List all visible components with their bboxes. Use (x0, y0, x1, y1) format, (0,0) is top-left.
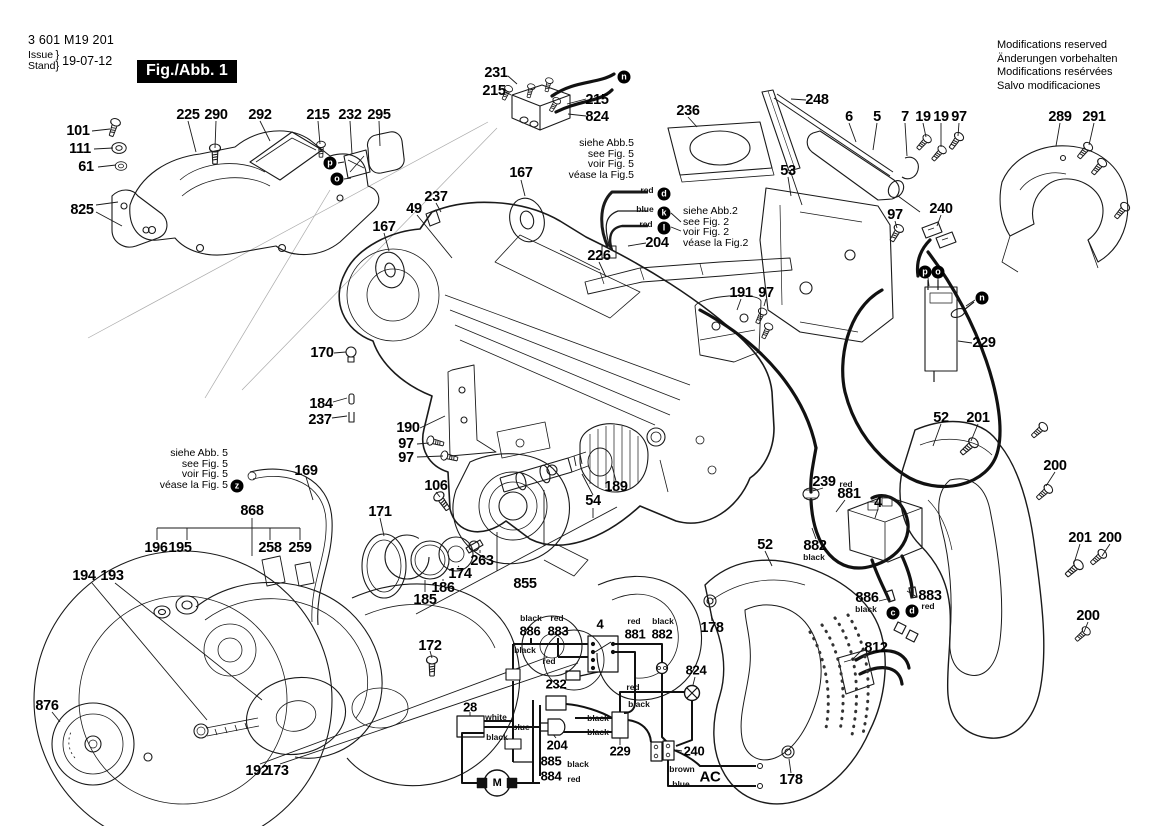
switch-4 (847, 495, 923, 563)
washer-167-right (509, 197, 545, 243)
lever-169 (247, 468, 333, 626)
terminal-block-824 (511, 84, 571, 131)
bell-housing (596, 575, 703, 701)
washer-111 (111, 142, 127, 154)
label-plate-292 (249, 131, 323, 181)
screw-824b (542, 76, 555, 93)
arm-casting (338, 201, 775, 546)
screw-101 (105, 116, 122, 139)
screw-97e (425, 434, 446, 450)
legal-notice: Modifications reserved Änderungen vorbeh… (997, 39, 1117, 93)
clip-825 (111, 189, 168, 248)
bearing-stack (384, 534, 484, 580)
construction-lines (87, 121, 498, 399)
rod-248 (761, 89, 803, 206)
top-cover-225 (129, 130, 380, 256)
screw-19b (929, 143, 949, 164)
screw-172 (425, 655, 439, 677)
bracket-53 (759, 187, 894, 343)
figure-badge: Fig./Abb. 1 (137, 60, 237, 83)
nut-178-bottom (781, 745, 795, 759)
screw-291a (1074, 140, 1095, 162)
saw-blade (33, 550, 409, 826)
bracket-191 (694, 295, 762, 363)
bracket-190 (447, 364, 497, 457)
screw-19a (914, 132, 934, 153)
spindle-54 (499, 451, 589, 493)
screw-291c (1111, 200, 1132, 222)
screw-200a (1028, 420, 1050, 441)
brace-glyph: } (55, 49, 60, 61)
power-cables (550, 72, 1002, 686)
issue-date: 19-07-12 (62, 54, 113, 68)
issue-label: Issue (28, 49, 54, 61)
wire-samples (600, 190, 648, 259)
legal-line: Modifications reserved (997, 39, 1108, 51)
legal-line: Salvo modificaciones (997, 79, 1101, 92)
legal-line: Änderungen vorbehalten (997, 52, 1118, 65)
leader-lines (51, 75, 1111, 774)
small-parts-170-184-237 (345, 346, 357, 423)
motor-symbol-letter: M (492, 777, 502, 789)
bracket-226 (584, 257, 793, 295)
model-number: 3 601 M19 201 (28, 33, 114, 47)
damper-5-6 (773, 93, 921, 213)
washer-195 (175, 595, 199, 615)
washer-167-left (375, 251, 405, 289)
screw-200d (1072, 624, 1093, 644)
hub-pulley-192-173 (521, 615, 605, 691)
legal-line: Modifications resérvées (997, 66, 1113, 78)
gear-189 (579, 423, 666, 493)
outer-flange-876 (51, 702, 153, 786)
title-block: 3 601 M19 201 Issue Stand } } 19-07-12 (28, 33, 114, 72)
screw-97d (758, 321, 775, 341)
washer-61 (114, 161, 128, 171)
plate-236 (667, 121, 775, 183)
bearing-flange-housing (452, 453, 589, 577)
flange-193-bolt-194 (193, 676, 347, 756)
blade-housing (346, 583, 521, 787)
connector-240 (921, 221, 957, 249)
guard-bracket-868 (195, 555, 383, 759)
screw-97a (946, 130, 966, 152)
brace-glyph: } (55, 60, 60, 72)
wiring-schematic (456, 635, 763, 797)
clamp-7 (901, 156, 919, 180)
screw-97f (439, 449, 460, 465)
stand-label: Stand (28, 60, 56, 72)
screw-201a (957, 435, 981, 459)
handle-right-52 (899, 420, 1045, 739)
motor-cover-289 (999, 145, 1129, 273)
capacitor-229 (924, 280, 975, 382)
screw-200b (1033, 482, 1055, 503)
handle-left-52 (704, 559, 886, 805)
screw-201b (1062, 557, 1086, 581)
switch-parts-232-295 (343, 131, 405, 179)
ring-171 (361, 533, 407, 599)
